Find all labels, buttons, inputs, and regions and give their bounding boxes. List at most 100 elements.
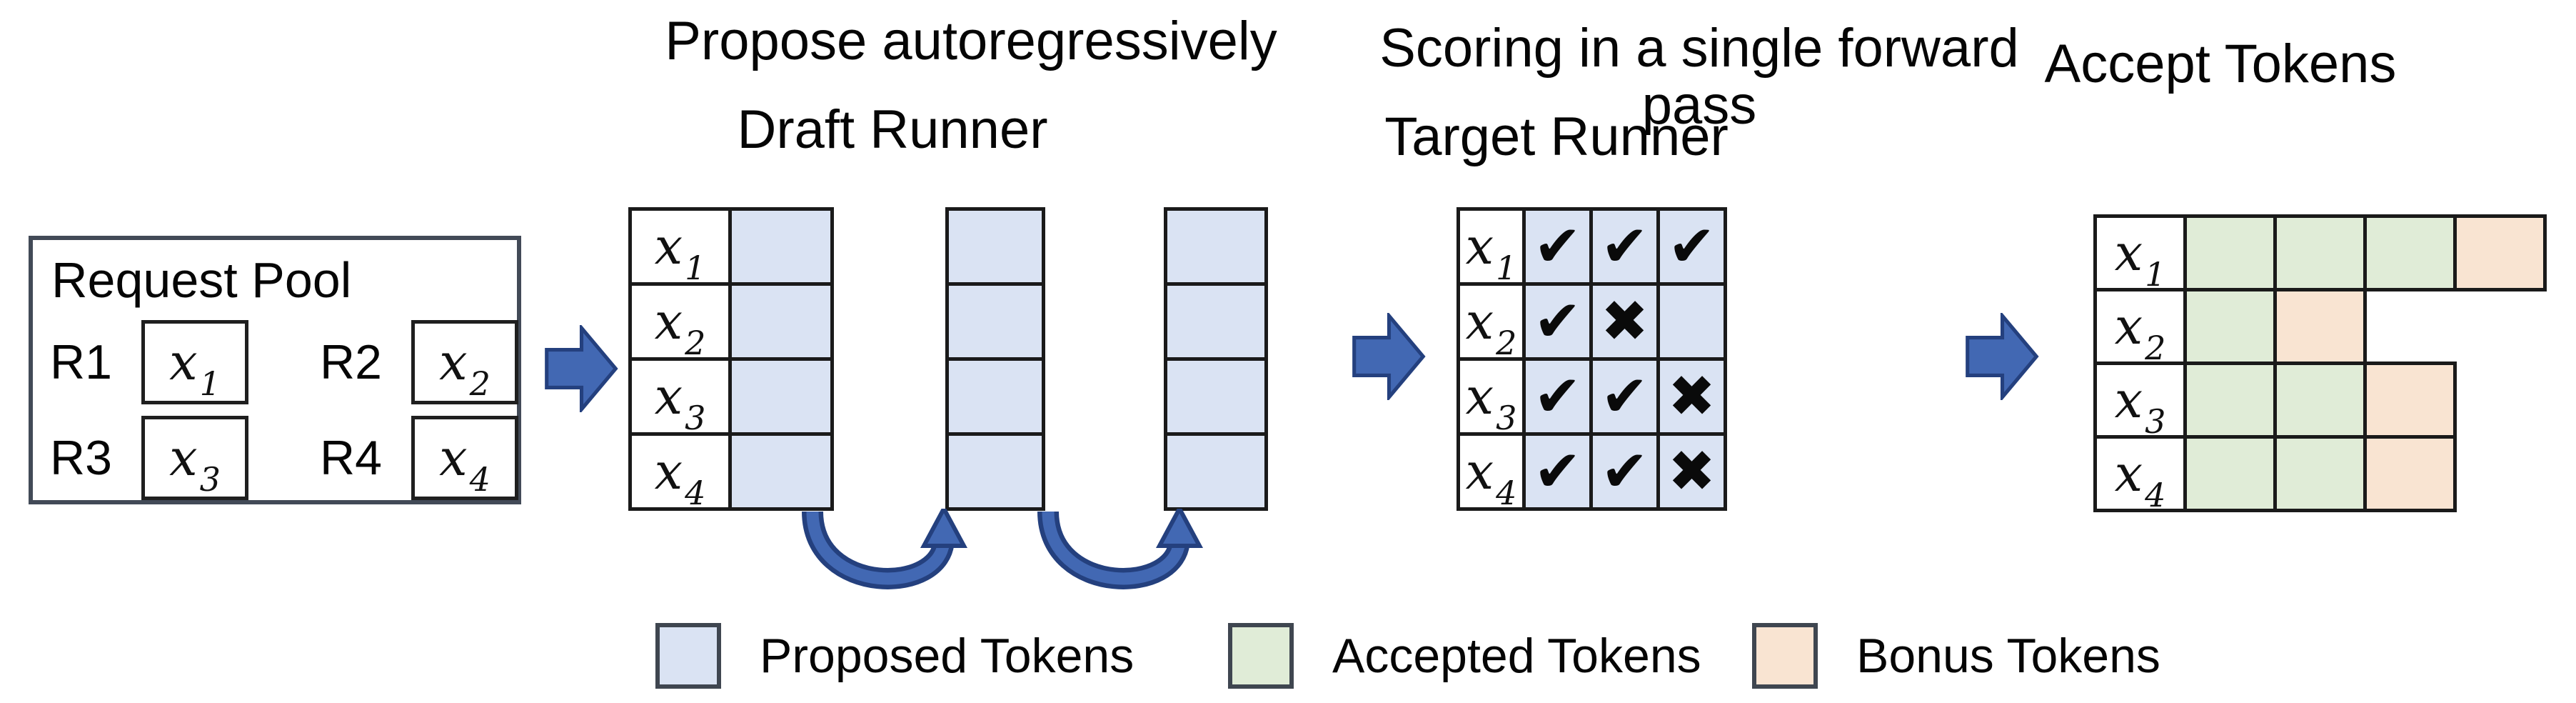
draft-proposed-cell [1164, 207, 1268, 286]
accept-cell [2273, 214, 2367, 291]
request-id-r4: R4 [320, 431, 382, 485]
draft-proposed-cell [1164, 432, 1268, 511]
accept-cell [2183, 435, 2277, 512]
target-score-cell: ✔ [1522, 432, 1593, 511]
target-score-cell: ✖ [1656, 357, 1727, 436]
table-row: x4 [2093, 435, 2547, 512]
legend-label: Accepted Tokens [1332, 629, 1701, 683]
draft-proposed-cell [945, 357, 1045, 436]
draft-label-cell-x3: x3 [628, 357, 732, 436]
legend-label: Bonus Tokens [1856, 629, 2160, 683]
target-score-cell: ✔ [1522, 207, 1593, 286]
token-x3: x3 [169, 429, 221, 499]
flow-arrow-icon [1352, 313, 1426, 400]
draft-label-cell-x2: x2 [628, 282, 732, 361]
target-score-cell: ✔ [1589, 432, 1660, 511]
target-label-cell-x1: x1 [1456, 207, 1526, 286]
draft-step-title: Propose autoregressively [665, 11, 1277, 71]
cross-mark-icon: ✖ [1600, 288, 1649, 354]
draft-proposed-cell [945, 432, 1045, 511]
target-score-cell: ✔ [1522, 282, 1593, 361]
accept-label-cell-x2: x2 [2093, 288, 2187, 365]
draft-token-table: x1 x2 x3 x4 [628, 207, 834, 511]
accept-cell [2183, 362, 2277, 439]
draft-label-cell-x1: x1 [628, 207, 732, 286]
accept-label-cell-x3: x3 [2093, 362, 2187, 439]
target-score-cell: ✔ [1522, 357, 1593, 436]
loop-arrow-icon [1037, 509, 1204, 589]
accept-cell [2363, 362, 2457, 439]
draft-proposed-column-2 [945, 207, 1045, 511]
proposed-tokens-swatch [655, 623, 721, 689]
accept-cell [2273, 362, 2367, 439]
draft-label-cell-x4: x4 [628, 432, 732, 511]
bonus-tokens-swatch [1752, 623, 1818, 689]
check-mark-icon: ✔ [1600, 213, 1649, 279]
request-token-box-r4: x4 [411, 416, 518, 500]
legend-item-proposed: Proposed Tokens [655, 623, 1134, 689]
table-row: x1 [628, 207, 834, 286]
target-scoring-table: x1 ✔ ✔ ✔ x2 ✔ ✖ x3 ✔ ✔ ✖ x4 ✔ [1456, 207, 1727, 511]
target-label-cell-x3: x3 [1456, 357, 1526, 436]
accept-cell [2183, 214, 2277, 291]
check-mark-icon: ✔ [1667, 213, 1716, 279]
target-step-title: Scoring in a single forward pass [1379, 18, 2019, 136]
draft-runner-title: Draft Runner [737, 99, 1048, 160]
accept-cell [2273, 435, 2367, 512]
table-row: x4 [628, 432, 834, 511]
request-pool-box: Request Pool R1 x1 R2 x2 R3 x3 R4 x4 [29, 236, 521, 504]
draft-proposed-cell [945, 282, 1045, 361]
table-row: x3 [2093, 362, 2547, 439]
token-x1: x1 [169, 333, 221, 403]
legend-label: Proposed Tokens [760, 629, 1134, 683]
check-mark-icon: ✔ [1533, 363, 1582, 429]
token-x4: x4 [439, 429, 490, 499]
draft-proposed-cell [728, 282, 834, 361]
table-row: x3 ✔ ✔ ✖ [1456, 357, 1727, 436]
accept-cell [2453, 214, 2547, 291]
request-pool-title: Request Pool [51, 252, 352, 308]
cross-mark-icon: ✖ [1667, 363, 1716, 429]
draft-proposed-cell [1164, 357, 1268, 436]
target-score-cell: ✖ [1589, 282, 1660, 361]
check-mark-icon: ✔ [1533, 288, 1582, 354]
check-mark-icon: ✔ [1600, 363, 1649, 429]
target-score-cell: ✔ [1589, 207, 1660, 286]
request-row-1: R1 x1 R2 x2 [50, 320, 518, 404]
flow-arrow-icon [1966, 313, 2039, 400]
draft-proposed-cell [945, 207, 1045, 286]
check-mark-icon: ✔ [1600, 438, 1649, 504]
draft-proposed-cell [728, 432, 834, 511]
draft-proposed-cell [1164, 282, 1268, 361]
target-score-cell: ✔ [1589, 357, 1660, 436]
draft-proposed-cell [728, 207, 834, 286]
table-row: x3 [628, 357, 834, 436]
table-row: x2 ✔ ✖ [1456, 282, 1727, 361]
draft-proposed-column-3 [1164, 207, 1268, 511]
draft-proposed-cell [728, 357, 834, 436]
table-row: x2 [628, 282, 834, 361]
accept-tokens-table: x1 x2 x3 x4 [2093, 214, 2547, 512]
request-row-2: R3 x3 R4 x4 [50, 416, 518, 500]
legend-item-bonus: Bonus Tokens [1752, 623, 2160, 689]
loop-arrow-icon [802, 509, 968, 589]
target-score-cell [1656, 282, 1727, 361]
table-row: x1 ✔ ✔ ✔ [1456, 207, 1727, 286]
target-runner-title: Target Runner [1384, 106, 1729, 167]
target-score-cell: ✖ [1656, 432, 1727, 511]
accept-tokens-title: Accept Tokens [2044, 34, 2397, 94]
table-row: x1 [2093, 214, 2547, 291]
request-token-box-r1: x1 [141, 320, 248, 404]
accept-cell [2183, 288, 2277, 365]
token-x2: x2 [439, 333, 490, 403]
accept-label-cell-x1: x1 [2093, 214, 2187, 291]
check-mark-icon: ✔ [1533, 213, 1582, 279]
cross-mark-icon: ✖ [1667, 438, 1716, 504]
accept-cell [2273, 288, 2367, 365]
request-id-r3: R3 [50, 431, 112, 485]
request-token-box-r2: x2 [411, 320, 518, 404]
target-label-cell-x4: x4 [1456, 432, 1526, 511]
table-row: x4 ✔ ✔ ✖ [1456, 432, 1727, 511]
request-token-box-r3: x3 [141, 416, 248, 500]
